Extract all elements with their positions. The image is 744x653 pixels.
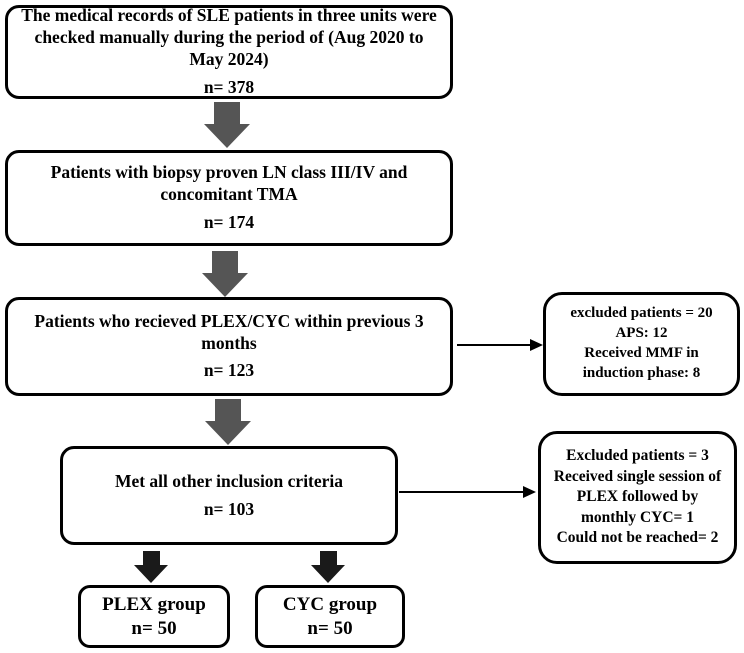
cyc-group-label: CYC group [282,593,378,615]
flow-box-biopsy-proven-count: n= 174 [203,211,255,232]
arrow-stem [212,251,238,273]
flow-box-records-screened-count: n= 378 [203,76,255,97]
exclusion1-line: Received MMF in induction phase: 8 [582,345,701,381]
exclusion1-line: excluded patients = 20 [570,305,713,322]
flow-box-inclusion-criteria-text: Met all other inclusion criteria [114,470,344,491]
down-arrow-icon [204,102,250,148]
exclusion1-line: APS: 12 [615,325,668,342]
arrow-stem [214,102,240,124]
flow-box-plex-cyc-received-text: Patients who recieved PLEX/CYC within pr… [34,310,424,353]
flow-box-inclusion-criteria-count: n= 103 [203,498,255,519]
down-arrow-icon [311,551,345,583]
flow-box-biopsy-proven: Patients with biopsy proven LN class III… [5,150,453,246]
plex-group-count: n= 50 [131,617,177,639]
arrow-head [204,124,250,148]
plex-group-label: PLEX group [102,593,206,615]
flow-box-biopsy-proven-text: Patients with biopsy proven LN class III… [50,162,408,205]
flow-box-excluded-1: excluded patients = 20 APS: 12 Received … [543,292,740,396]
right-arrow-icon [457,339,543,351]
flow-box-cyc-group: CYC group n= 50 [255,585,405,648]
arrow-head [202,273,248,297]
flow-box-records-screened: The medical records of SLE patients in t… [5,5,453,99]
exclusion2-line: Could not be reached= 2 [556,529,719,547]
arrow-stem [215,399,241,421]
down-arrow-icon [134,551,168,583]
flow-box-inclusion-criteria: Met all other inclusion criteria n= 103 [60,446,398,545]
flow-box-plex-cyc-received-count: n= 123 [203,360,255,381]
exclusion2-line: Received single session of PLEX followed… [553,467,722,526]
flow-box-records-screened-text: The medical records of SLE patients in t… [21,5,437,69]
arrow-head [134,565,168,583]
arrow-head [311,565,345,583]
right-arrow-icon [399,486,536,498]
flow-box-plex-cyc-received: Patients who recieved PLEX/CYC within pr… [5,297,453,396]
cyc-group-count: n= 50 [307,617,353,639]
arrow-stem [319,551,337,565]
exclusion2-line: Excluded patients = 3 [566,447,709,465]
down-arrow-icon [202,251,248,297]
arrow-head [205,421,251,445]
flow-box-excluded-2: Excluded patients = 3 Received single se… [538,431,737,564]
flow-box-plex-group: PLEX group n= 50 [78,585,230,648]
arrow-stem [142,551,160,565]
down-arrow-icon [205,399,251,445]
